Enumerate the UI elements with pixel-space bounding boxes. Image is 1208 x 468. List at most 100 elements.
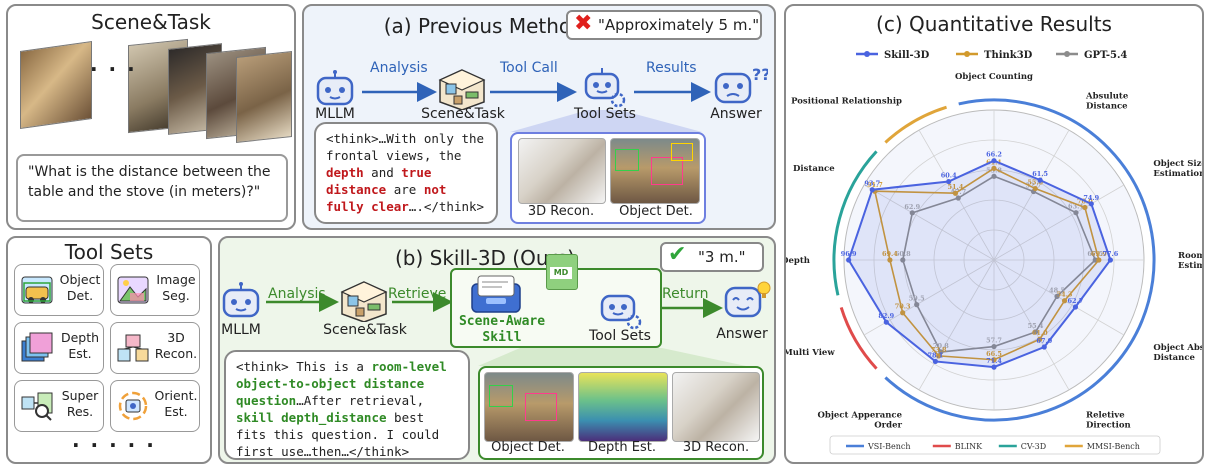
think-b-text-3: best fits this question. I could first u… bbox=[236, 410, 440, 459]
scene-label-a: Scene&Task bbox=[421, 106, 505, 122]
depth-estimation-icon bbox=[20, 331, 54, 365]
orientation-estimation-icon bbox=[116, 389, 150, 423]
benchmark-legend-box bbox=[829, 435, 1161, 455]
series-point bbox=[1061, 298, 1068, 304]
series-value-label: 74.9 bbox=[1083, 194, 1099, 202]
series-value-label: 69.4 bbox=[882, 250, 898, 258]
wrong-answer-badge: ✖ "Approximately 5 m." bbox=[566, 10, 762, 40]
tool-card: Image Seg. bbox=[110, 264, 200, 316]
mllm-label-b: MLLM bbox=[221, 322, 261, 338]
series-point bbox=[1092, 257, 1098, 263]
series-point bbox=[991, 357, 997, 363]
series-value-label: 66.2 bbox=[986, 151, 1002, 159]
benchmark-legend-label: MMSI-Bench bbox=[1087, 442, 1140, 451]
3d-reconstruction-icon bbox=[116, 331, 150, 365]
md-tag: MD bbox=[550, 267, 572, 279]
series-value-label: 73.8 bbox=[931, 346, 947, 354]
radar-spoke bbox=[993, 129, 1070, 261]
series-point bbox=[1096, 257, 1102, 263]
series-point bbox=[1088, 201, 1094, 207]
think-b-text-2: …After retrieval, bbox=[296, 393, 425, 408]
tool-label: Depth Est. bbox=[60, 330, 100, 361]
series-value-label: 62.9 bbox=[904, 203, 920, 211]
detection-thumb-b bbox=[484, 372, 574, 442]
happy-answer-icon bbox=[722, 278, 774, 326]
axis-label: Object AbsoluteDistance bbox=[1153, 343, 1202, 363]
scene-label-b: Scene&Task bbox=[323, 322, 407, 338]
think-b-text-1: <think> This is a bbox=[236, 359, 372, 374]
series-value-label: 66.5 bbox=[986, 350, 1002, 358]
series-value-label: 91.7 bbox=[867, 181, 883, 189]
frames-dots: . . . bbox=[90, 52, 137, 76]
tools-dots: . . . . . bbox=[72, 428, 156, 452]
series-point bbox=[991, 364, 997, 370]
confused-answer-icon: ?? bbox=[712, 64, 771, 114]
series-point bbox=[991, 165, 997, 171]
series-value-label: 60.4 bbox=[941, 172, 957, 180]
tool-card: Orient. Est. bbox=[110, 380, 200, 432]
correct-answer-text: "3 m." bbox=[698, 248, 746, 266]
thumb-b-label-2: Depth Est. bbox=[588, 440, 656, 455]
series-point bbox=[1032, 329, 1039, 335]
benchmark-arc-blink bbox=[839, 307, 878, 370]
legend-label: Think3D bbox=[984, 50, 1033, 61]
series-point bbox=[883, 319, 889, 325]
series-point bbox=[1032, 185, 1038, 192]
series-point bbox=[900, 257, 906, 263]
legend-label: Skill-3D bbox=[884, 50, 930, 61]
radar-chart: 55.852.763.167.548.555.457.770.859.560.8… bbox=[786, 50, 1202, 455]
thumb-a-label-1: 3D Recon. bbox=[527, 204, 595, 219]
series-point bbox=[1082, 204, 1088, 211]
series-value-label: 55.0 bbox=[1027, 179, 1043, 187]
benchmark-arc-vsi-bench bbox=[884, 98, 1156, 422]
benchmark-arc-mmsi-bench bbox=[884, 105, 947, 144]
series-point bbox=[932, 358, 939, 365]
series-point bbox=[991, 343, 997, 350]
recon-thumb-a bbox=[518, 138, 606, 204]
radar-spoke bbox=[863, 184, 995, 261]
series-value-label: 62.7 bbox=[1068, 297, 1084, 305]
series-value-label: 96.9 bbox=[841, 250, 857, 258]
tool-card: Super Res. bbox=[14, 380, 104, 432]
think-a-depth: depth bbox=[326, 165, 364, 180]
series-value-label: 70.8 bbox=[933, 342, 949, 350]
tool-card: Object Det. bbox=[14, 264, 104, 316]
series-value-label: 61.5 bbox=[1032, 170, 1048, 178]
wrong-answer-text: "Approximately 5 m." bbox=[598, 16, 760, 34]
tool-label: Super Res. bbox=[61, 388, 99, 419]
series-point bbox=[1037, 336, 1043, 342]
benchmark-arc-cv-3d bbox=[832, 150, 878, 296]
skill3d-title: (b) Skill-3D (Ours) bbox=[395, 246, 575, 270]
series-point bbox=[946, 178, 952, 185]
scene-aware-skill-box: MD Scene-Aware Skill Tool Sets bbox=[450, 254, 662, 348]
axis-label: Multi View bbox=[786, 348, 835, 358]
mllm-label-a: MLLM bbox=[315, 106, 355, 122]
scene-task-panel: Scene&Task . . . "What is the distance b… bbox=[6, 4, 296, 230]
series-point bbox=[1054, 293, 1060, 299]
answer-label-a: Answer bbox=[710, 106, 762, 122]
svg-text:??: ?? bbox=[752, 65, 768, 84]
benchmark-legend-label: VSI-Bench bbox=[867, 442, 911, 451]
object-detection-icon bbox=[20, 273, 54, 307]
analysis-label-a: Analysis bbox=[370, 60, 428, 76]
series-value-label: 70.3 bbox=[895, 303, 911, 311]
think-b-skill-name: skill depth_distance bbox=[236, 410, 387, 425]
md-file-icon: MD bbox=[546, 254, 578, 290]
super-resolution-icon bbox=[20, 389, 54, 423]
mllm-robot-icon-b bbox=[220, 282, 262, 326]
toolset-robot-icon-a bbox=[580, 64, 628, 114]
series-value-label: 55.4 bbox=[1028, 322, 1044, 330]
series-value-label: 93.7 bbox=[864, 180, 880, 188]
return-label-b: Return bbox=[662, 286, 709, 302]
think-a-text-1: <think>…With only the frontal views, the bbox=[326, 131, 485, 163]
think-b-room-level: room-level object-to-object distance que… bbox=[236, 359, 447, 408]
room-icon-b bbox=[340, 278, 388, 326]
toolcall-label-a: Tool Call bbox=[500, 60, 558, 76]
tool-label: Orient. Est. bbox=[154, 388, 198, 419]
series-value-label: 54.3 bbox=[1057, 291, 1073, 299]
check-icon: ✔ bbox=[668, 242, 687, 267]
quant-panel: (c) Quantitative Results 55.852.763.167.… bbox=[784, 4, 1204, 464]
skill3d-panel: (b) Skill-3D (Ours) ✔ "3 m." Analysis Re… bbox=[218, 236, 776, 464]
tool-card: Depth Est. bbox=[14, 322, 104, 374]
